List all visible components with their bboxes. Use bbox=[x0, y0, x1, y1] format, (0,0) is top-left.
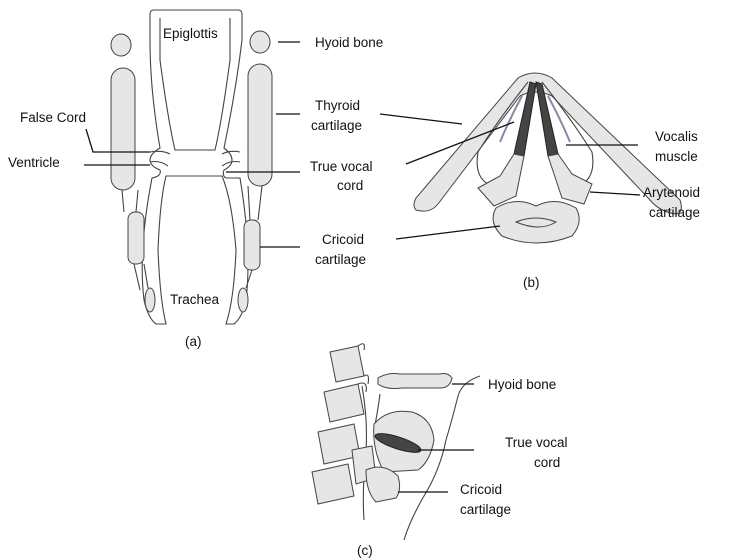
label-cricoid-a-1: Cricoid bbox=[322, 232, 364, 247]
label-hyoid-bone-a: Hyoid bone bbox=[315, 35, 383, 50]
label-arytenoid-2: cartilage bbox=[649, 205, 700, 220]
label-cricoid-c-1: Cricoid bbox=[460, 482, 502, 497]
vertebra-1 bbox=[330, 346, 364, 382]
panel-c: Hyoid bone True vocal cord Cricoid carti… bbox=[312, 344, 568, 558]
tracheal-ring-left bbox=[145, 288, 155, 312]
airway-outline bbox=[142, 10, 248, 324]
label-cricoid-c-2: cartilage bbox=[460, 502, 511, 517]
label-true-cord-c-1: True vocal bbox=[505, 435, 568, 450]
arytenoid-cartilage-left bbox=[478, 154, 524, 206]
label-vocalis-1: Vocalis bbox=[655, 129, 698, 144]
arytenoid-cartilage-right bbox=[548, 154, 592, 204]
leader-cricoid-b bbox=[396, 226, 500, 239]
label-true-cord-c-2: cord bbox=[534, 455, 560, 470]
label-thyroid-2: cartilage bbox=[311, 118, 362, 133]
caption-a: (a) bbox=[185, 334, 202, 349]
label-false-cord: False Cord bbox=[20, 110, 86, 125]
vertebra-2 bbox=[324, 384, 364, 422]
vertebra-4 bbox=[312, 464, 354, 504]
label-trachea: Trachea bbox=[170, 292, 220, 307]
leader-thyroid-b bbox=[380, 114, 462, 124]
tracheal-ring-right bbox=[238, 288, 248, 312]
label-arytenoid-1: Arytenoid bbox=[643, 185, 700, 200]
label-thyroid-1: Thyroid bbox=[315, 98, 360, 113]
label-cricoid-a-2: cartilage bbox=[315, 252, 366, 267]
thyroid-cartilage-left bbox=[111, 68, 135, 190]
label-vocalis-2: muscle bbox=[655, 149, 698, 164]
label-epiglottis: Epiglottis bbox=[163, 26, 218, 41]
label-ventricle: Ventricle bbox=[8, 155, 60, 170]
cricoid-cartilage-right bbox=[244, 220, 260, 270]
cricoid-cartilage-left bbox=[128, 212, 144, 264]
cricoid-cartilage-c bbox=[366, 467, 400, 502]
label-hyoid-bone-c: Hyoid bone bbox=[488, 377, 556, 392]
hyoid-bone-right bbox=[250, 31, 270, 53]
label-true-cord-a-1: True vocal bbox=[310, 159, 373, 174]
thyroid-cartilage-right bbox=[248, 64, 272, 186]
caption-c: (c) bbox=[357, 543, 373, 558]
caption-b: (b) bbox=[523, 275, 540, 290]
panel-a: Epiglottis Hyoid bone False Cord Ventric… bbox=[8, 10, 383, 349]
cricoid-cartilage-b bbox=[493, 201, 579, 243]
hyoid-bone-left bbox=[111, 34, 131, 56]
hyoid-bone-c bbox=[378, 374, 452, 389]
label-true-cord-a-2: cord bbox=[337, 178, 363, 193]
panel-b: Vocalis muscle Arytenoid cartilage (b) bbox=[380, 73, 700, 290]
leader-arytenoid bbox=[590, 192, 640, 195]
